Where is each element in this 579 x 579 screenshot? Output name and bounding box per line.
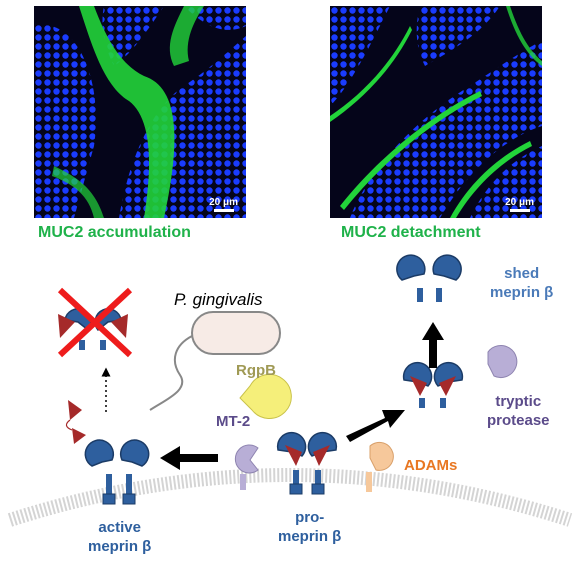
- label-rgpb: RgpB: [236, 362, 276, 379]
- label-shed-line1: shed: [504, 265, 540, 282]
- shedding-arrow: [422, 322, 444, 368]
- label-mt2: MT-2: [216, 413, 251, 430]
- label-active-line1: active: [98, 519, 141, 536]
- activation-arrow: [160, 446, 218, 470]
- active-meprin-icon: [84, 439, 150, 505]
- scale-label: 20 μm: [505, 197, 534, 208]
- label-pro-meprin: pro- meprin β: [278, 508, 341, 546]
- scale-label: 20 μm: [209, 197, 238, 208]
- mt2-protease-icon: [234, 444, 259, 490]
- label-tryptic-line1: tryptic: [495, 393, 542, 410]
- label-shed-meprin: shed meprin β: [490, 264, 553, 302]
- tryptic-protease-icon: [487, 345, 518, 379]
- cleavage-arrow: [346, 410, 405, 442]
- scale-bar: 20 μm: [505, 197, 534, 212]
- micrograph-accumulation: 20 μm: [34, 6, 246, 218]
- cell-membrane: [7, 468, 573, 527]
- micrograph-detachment: 20 μm: [330, 6, 542, 218]
- label-shed-line2: meprin β: [490, 284, 554, 301]
- pro-meprin-icon: [276, 431, 338, 495]
- label-tryptic-protease: tryptic protease: [487, 392, 550, 430]
- shed-meprin-icon: [396, 254, 462, 302]
- degraded-meprin-icon: [57, 287, 133, 358]
- bacterium-icon: [149, 311, 281, 411]
- label-pro-line2: meprin β: [278, 528, 342, 545]
- label-pro-line1: pro-: [295, 509, 325, 526]
- intermediate-meprin-icon: [402, 361, 464, 408]
- label-active-line2: meprin β: [88, 538, 152, 555]
- label-adams: ADAMs: [404, 457, 458, 474]
- rgpb-protease-icon: [239, 373, 292, 419]
- label-bacterium: P. gingivalis: [174, 290, 263, 309]
- label-active-meprin: active meprin β: [88, 518, 151, 556]
- caption-accumulation: MUC2 accumulation: [38, 224, 191, 241]
- propeptide-fragment-icon: [65, 400, 86, 444]
- scale-bar: 20 μm: [209, 197, 238, 212]
- caption-detachment: MUC2 detachment: [341, 224, 481, 241]
- adams-protease-icon: [366, 441, 394, 492]
- label-tryptic-line2: protease: [487, 412, 550, 429]
